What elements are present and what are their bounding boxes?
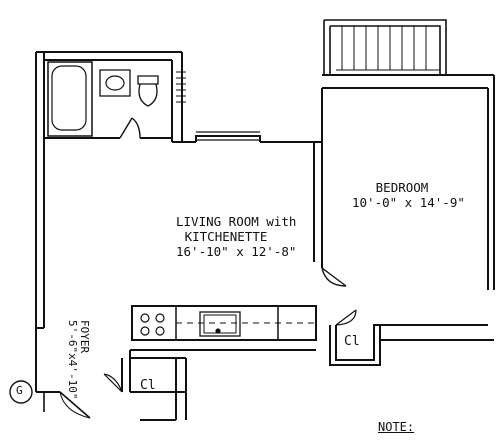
burner-3 [140,326,150,336]
entry-door [43,391,91,419]
living-room-name-2: KITCHENETTE [184,229,268,244]
gas-marker [9,380,33,404]
bedroom-name: BEDROOM [375,180,429,195]
burner-1 [140,313,150,323]
foyer-label: FOYER 5'-6"x4'-10" [60,320,130,399]
bath-sink-bowl [105,75,125,91]
gas-marker-label: G [16,384,23,397]
bedroom-closet-door [335,309,357,326]
balcony [323,19,447,75]
bathtub [47,61,93,137]
burner-4 [155,326,165,336]
bathtub-inner [51,65,87,131]
kitchen-sink-bowl [203,314,237,334]
window-living [196,131,260,141]
wall-living-bottom [130,349,316,359]
bedroom-door [321,267,347,287]
bedroom-label: BEDROOM 10'-0" x 14'-9" [352,180,465,210]
living-room-dims: 16'-10" x 12'-8" [176,244,297,259]
wall-bedroom-left [313,88,323,268]
kitchen-sink [199,311,241,337]
wall-left [35,52,45,392]
bedroom-closet-label: Cl [344,334,360,349]
burner-2 [155,313,165,323]
foyer-closet-door [103,373,123,393]
living-room-name-1: LIVING ROOM with [176,214,297,229]
kitchen-counter [131,305,317,341]
note-label: NOTE: [378,420,415,434]
wall-living-top [172,135,322,143]
wall-bathroom-right [171,52,183,142]
wall-foyer-closet [121,350,131,392]
kitchen-sink-drain [215,328,221,334]
stair-marks [176,71,186,103]
wall-bedroom-bottom [380,324,494,341]
wall-foyer-bottom [36,358,187,421]
toilet [137,75,159,107]
bath-sink [99,69,131,97]
wall-bedroom-top [322,74,494,89]
bedroom-closet [329,324,381,366]
balcony-slats [336,26,440,71]
wall-bathroom-top [36,51,182,61]
entry-door-swing [59,391,91,419]
foyer-dims: 5'-6"x4'-10" [66,320,79,400]
foyer-name: FOYER [78,320,91,354]
bath-door [119,117,141,139]
foyer-closet-label: Cl [140,378,156,393]
wall-bedroom-right [487,75,495,290]
bedroom-dims: 10'-0" x 14'-9" [352,195,465,210]
living-room-label: LIVING ROOM with KITCHENETTE 16'-10" x 1… [176,214,297,259]
